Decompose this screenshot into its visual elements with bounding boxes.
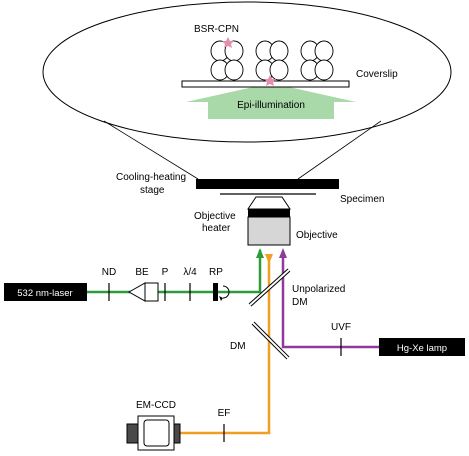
uvf-label: UVF <box>331 322 351 333</box>
emccd-front-plate <box>173 423 181 444</box>
emccd-camera-inner <box>143 419 170 447</box>
unpolarized-dm-inner <box>249 269 290 306</box>
surface-marker-star <box>264 75 276 86</box>
be-label: BE <box>135 267 149 278</box>
specimen-label: Specimen <box>340 194 384 205</box>
unpolarized-dm-label-line2: DM <box>292 297 308 308</box>
unpolarized-dm-label-line1: Unpolarized <box>292 284 345 295</box>
zoom-line-left <box>103 120 199 180</box>
beam-expander-body <box>144 282 159 302</box>
epi-illumination-arrow <box>186 83 356 119</box>
dm-label: DM <box>230 341 246 352</box>
objective-heater-label-line1: Objective <box>194 211 236 222</box>
beam-expander <box>127 282 146 302</box>
rotating-polarizer <box>213 283 218 301</box>
laser-source-box <box>4 283 87 301</box>
epi-illumination-label: Epi-illumination <box>237 100 305 111</box>
bsr-cpn-cluster-1 <box>210 40 244 81</box>
bsr-cpn-cluster-2 <box>255 40 289 81</box>
lamp-path <box>281 254 379 349</box>
rp-label: RP <box>209 267 223 278</box>
objective-label: Objective <box>296 230 338 241</box>
bsr-cpn-label: BSR-CPN <box>194 24 239 35</box>
coverslip <box>181 80 350 88</box>
laser-source-label: 532 nm-laser <box>17 288 72 299</box>
emission-arrowhead <box>265 254 273 264</box>
magnified-inset-ellipse <box>42 1 452 143</box>
bsr-cpn-marker-star <box>222 37 234 48</box>
objective-body <box>247 216 291 246</box>
coverslip-label: Coverslip <box>356 69 398 80</box>
nd-label: ND <box>102 267 116 278</box>
objective-heater-label-line2: heater <box>202 223 231 234</box>
lamp-arrowhead <box>279 248 287 258</box>
p-label: P <box>162 267 169 278</box>
ef-label: EF <box>218 408 231 419</box>
zoom-line-right <box>297 120 382 180</box>
cooling-heating-stage <box>196 179 339 189</box>
stage-label-line2: stage <box>140 185 165 196</box>
hg-xe-lamp-box <box>379 338 465 356</box>
dm-inner <box>252 322 289 359</box>
bsr-cpn-cluster-3 <box>300 40 334 81</box>
objective-heater-band <box>248 209 290 217</box>
emccd-label: EM-CCD <box>136 400 176 411</box>
laser-arrowhead <box>256 248 264 258</box>
rotation-arrow-icon <box>222 285 230 299</box>
stage-label-line1: Cooling-heating <box>116 172 186 183</box>
rotation-arrowhead-icon <box>219 296 223 301</box>
qwp-label: λ/4 <box>183 267 197 278</box>
emission-path <box>180 256 271 435</box>
emccd-lens-mount <box>126 423 139 444</box>
objective-top <box>247 196 291 210</box>
hg-xe-lamp-label: Hg-Xe lamp <box>397 343 447 354</box>
